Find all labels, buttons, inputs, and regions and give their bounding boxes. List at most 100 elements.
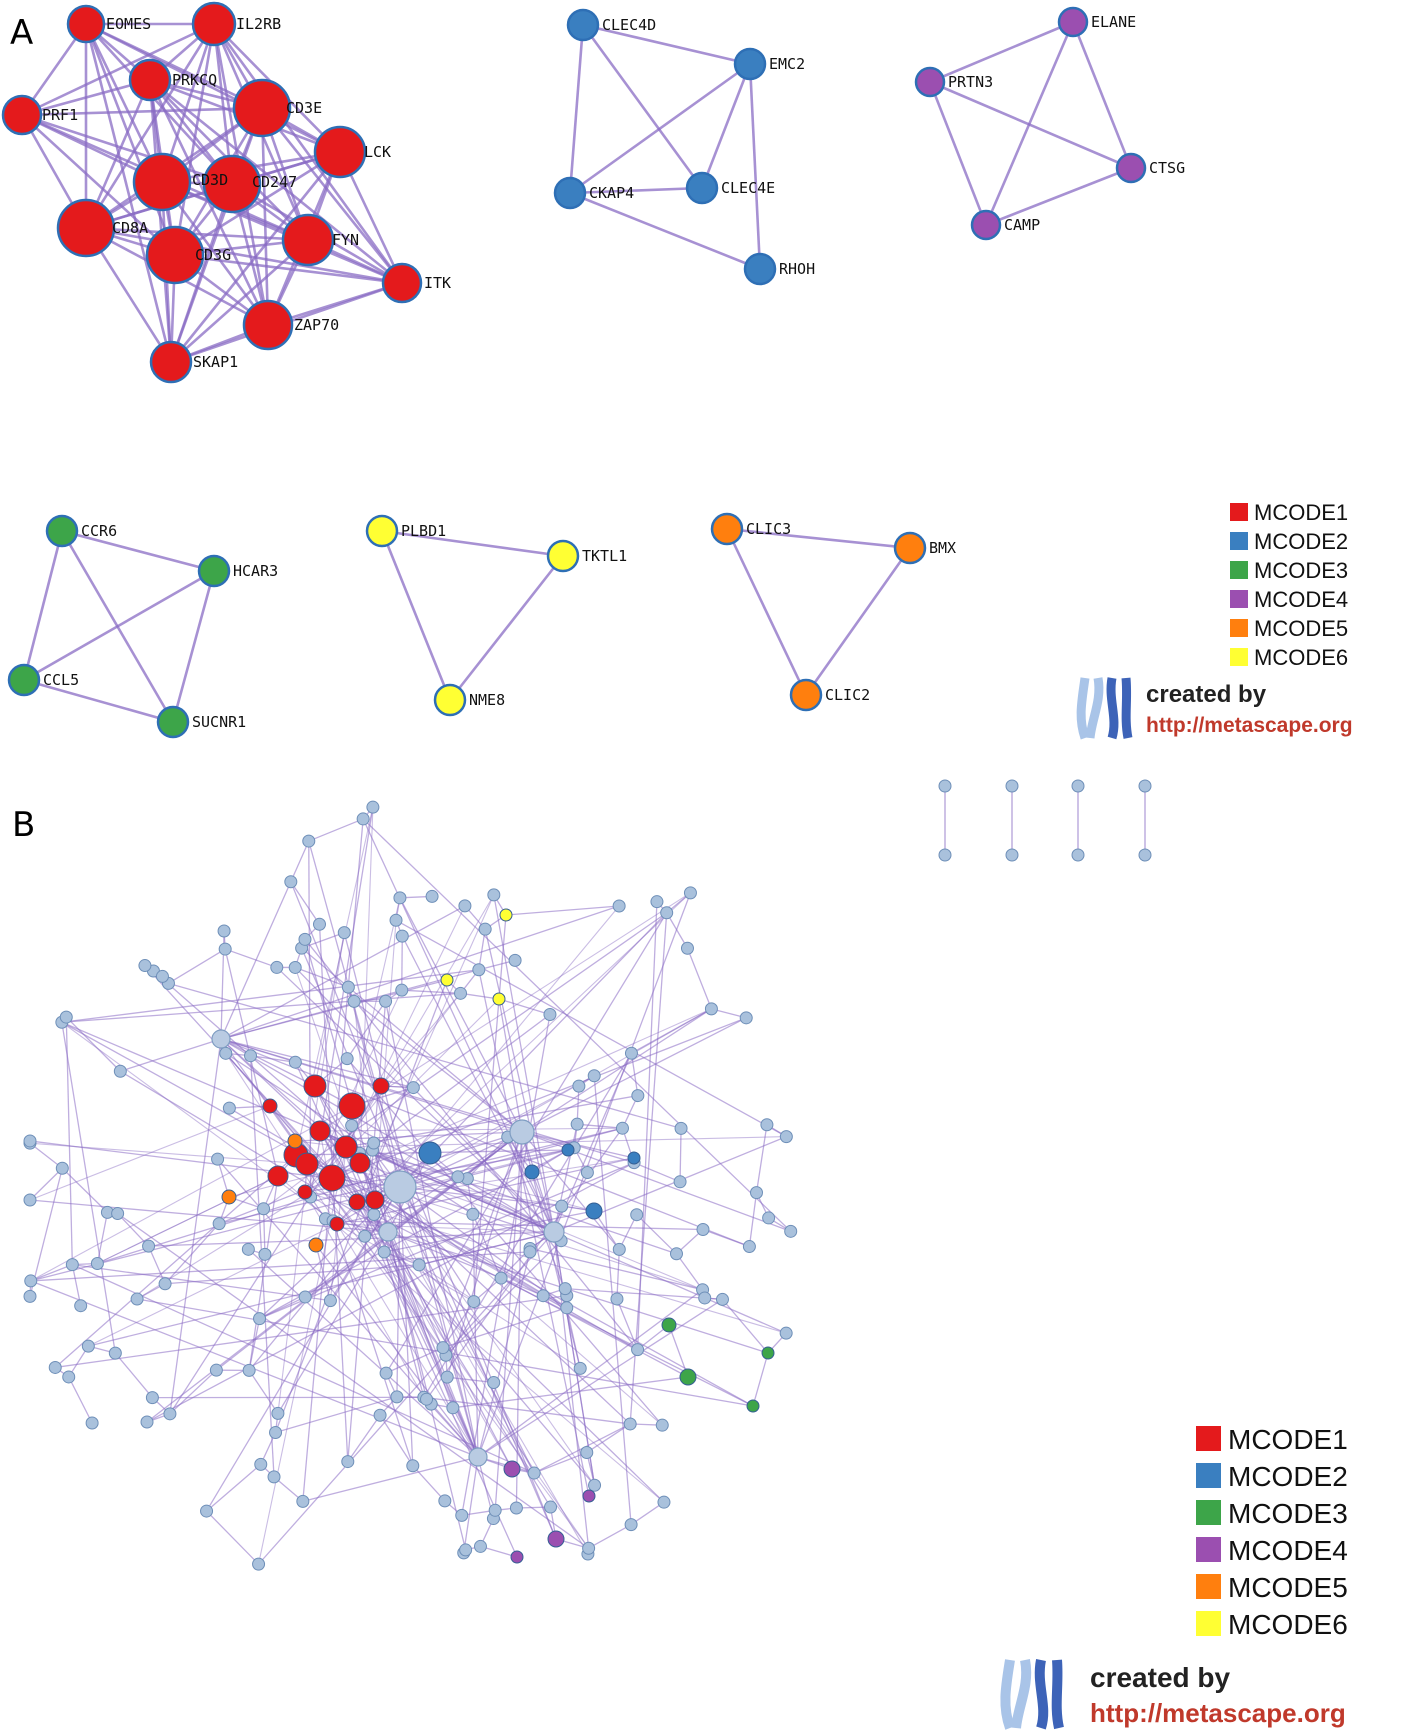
- net-node-90[interactable]: [347, 994, 361, 1008]
- net-node-103[interactable]: [113, 1064, 127, 1078]
- node-ccr6[interactable]: [45, 514, 79, 548]
- net-node-72[interactable]: [312, 917, 326, 931]
- net-node-69[interactable]: [81, 1339, 95, 1353]
- net-node-61[interactable]: [472, 963, 486, 977]
- module-node-mcode2-4[interactable]: [585, 1202, 603, 1220]
- module-node-mcode2-1[interactable]: [524, 1164, 540, 1180]
- net-node-9[interactable]: [219, 1046, 233, 1060]
- module-node-mcode1-11[interactable]: [262, 1098, 278, 1114]
- net-node-152[interactable]: [458, 899, 472, 913]
- net-node-56[interactable]: [390, 1390, 404, 1404]
- node-clic3[interactable]: [710, 512, 744, 546]
- net-node-108[interactable]: [588, 1478, 602, 1492]
- net-node-113[interactable]: [739, 1011, 753, 1025]
- module-node-mcode5-0[interactable]: [287, 1133, 303, 1149]
- module-node-mcode1-4[interactable]: [334, 1135, 358, 1159]
- module-node-mcode4-2[interactable]: [547, 1530, 565, 1548]
- module-node-mcode3-1[interactable]: [761, 1346, 775, 1360]
- net-node-63[interactable]: [108, 1346, 122, 1360]
- net-node-168[interactable]: [762, 1211, 776, 1225]
- pair-node-bottom-2[interactable]: [1071, 848, 1085, 862]
- net-node-17[interactable]: [615, 1121, 629, 1135]
- net-node-146[interactable]: [406, 1081, 420, 1095]
- net-node-151[interactable]: [610, 1292, 624, 1306]
- net-node-119[interactable]: [23, 1289, 37, 1303]
- net-node-158[interactable]: [580, 1446, 594, 1460]
- module-node-mcode4-1[interactable]: [582, 1489, 596, 1503]
- net-node-106[interactable]: [379, 994, 393, 1008]
- net-node-66[interactable]: [494, 1271, 508, 1285]
- net-node-104[interactable]: [704, 1002, 718, 1016]
- module-node-mcode2-2[interactable]: [561, 1143, 575, 1157]
- net-node-81[interactable]: [23, 1134, 37, 1148]
- net-node-77[interactable]: [487, 888, 501, 902]
- net-node-149[interactable]: [55, 1161, 69, 1175]
- node-cd3e[interactable]: [232, 78, 292, 138]
- node-itk[interactable]: [381, 262, 423, 304]
- node-cd3d[interactable]: [132, 152, 192, 212]
- node-sucnr1[interactable]: [156, 705, 190, 739]
- net-node-8[interactable]: [142, 1239, 156, 1253]
- pair-node-top-3[interactable]: [1138, 779, 1152, 793]
- module-node-mcode4-3[interactable]: [510, 1550, 524, 1564]
- net-node-37[interactable]: [242, 1363, 256, 1377]
- net-node-115[interactable]: [90, 1257, 104, 1271]
- net-node-118[interactable]: [253, 1312, 267, 1326]
- node-cd247[interactable]: [202, 154, 262, 214]
- net-node-160[interactable]: [24, 1274, 38, 1288]
- module-node-mcode1-14[interactable]: [329, 1216, 345, 1232]
- net-node-132[interactable]: [252, 1557, 266, 1571]
- node-eomes[interactable]: [66, 4, 106, 44]
- module-node-mcode1-12[interactable]: [297, 1184, 313, 1200]
- node-clic2[interactable]: [789, 678, 823, 712]
- net-node-97[interactable]: [451, 1170, 465, 1184]
- net-node-98[interactable]: [560, 1301, 574, 1315]
- net-node-102[interactable]: [696, 1223, 710, 1237]
- net-node-19[interactable]: [271, 1406, 285, 1420]
- net-node-169[interactable]: [558, 1282, 572, 1296]
- net-node-46[interactable]: [130, 1292, 144, 1306]
- node-prf1[interactable]: [1, 94, 43, 136]
- net-node-2[interactable]: [395, 983, 409, 997]
- net-node-1[interactable]: [258, 1247, 272, 1261]
- net-node-100[interactable]: [163, 1407, 177, 1421]
- net-node-62[interactable]: [527, 1466, 541, 1480]
- module-node-mcode1-0[interactable]: [303, 1074, 327, 1098]
- net-node-73[interactable]: [412, 1258, 426, 1272]
- net-node-148[interactable]: [217, 924, 231, 938]
- module-node-mcode1-13[interactable]: [348, 1193, 366, 1211]
- node-skap1[interactable]: [149, 340, 193, 384]
- module-node-mcode6-1[interactable]: [440, 973, 454, 987]
- net-node-36[interactable]: [660, 906, 674, 920]
- net-node-165[interactable]: [211, 1152, 225, 1166]
- net-node-141[interactable]: [212, 1217, 226, 1231]
- net-node-163[interactable]: [373, 1408, 387, 1422]
- net-node-95[interactable]: [288, 1055, 302, 1069]
- node-tktl1[interactable]: [546, 539, 580, 573]
- net-node-120[interactable]: [420, 1392, 434, 1406]
- net-node-31[interactable]: [509, 1501, 523, 1515]
- net-node-74[interactable]: [683, 886, 697, 900]
- net-node-83[interactable]: [698, 1291, 712, 1305]
- module-node-mcode6-2[interactable]: [492, 992, 506, 1006]
- net-node-166[interactable]: [487, 1376, 501, 1390]
- net-node-49[interactable]: [65, 1258, 79, 1272]
- net-node-116[interactable]: [254, 1457, 268, 1471]
- net-node-164[interactable]: [478, 922, 492, 936]
- net-node-137[interactable]: [85, 1416, 99, 1430]
- net-node-128[interactable]: [779, 1130, 793, 1144]
- module-node-mcode3-3[interactable]: [746, 1399, 760, 1413]
- module-node-mcode2-3[interactable]: [627, 1151, 641, 1165]
- hub-node-0[interactable]: [383, 1170, 417, 1204]
- hub-node-4[interactable]: [211, 1029, 231, 1049]
- node-clec4e[interactable]: [685, 171, 719, 205]
- net-node-139[interactable]: [587, 1069, 601, 1083]
- module-node-mcode1-8[interactable]: [318, 1164, 346, 1192]
- node-ctsg[interactable]: [1115, 152, 1147, 184]
- net-node-145[interactable]: [298, 932, 312, 946]
- net-node-93[interactable]: [508, 953, 522, 967]
- net-node-39[interactable]: [631, 1343, 645, 1357]
- node-prkcq[interactable]: [128, 58, 172, 102]
- net-node-60[interactable]: [74, 1299, 88, 1313]
- panel-b-credit-url[interactable]: http://metascape.org: [1090, 1698, 1346, 1728]
